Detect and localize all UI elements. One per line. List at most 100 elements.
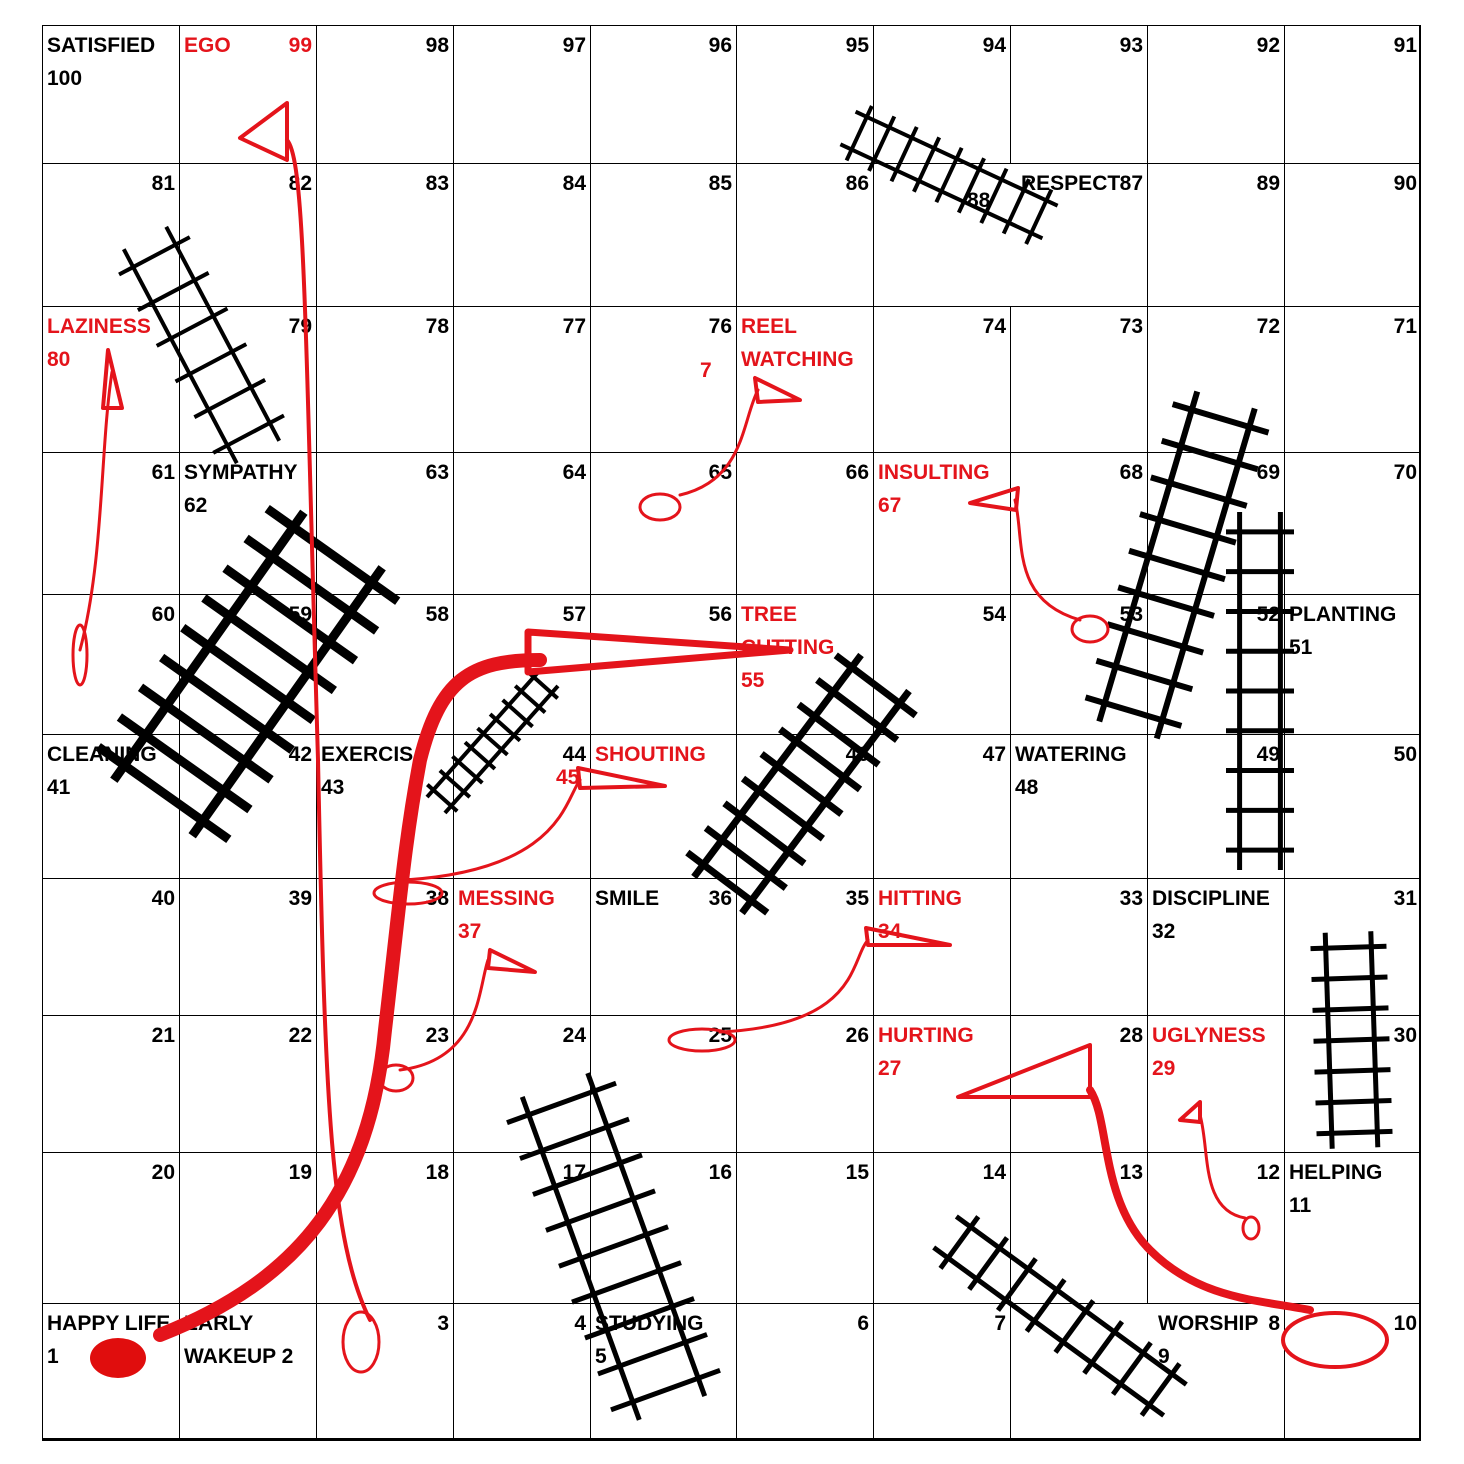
board-cell: 91 (1284, 26, 1421, 164)
board-cell: 6 (736, 1304, 873, 1441)
cell-number: 26 (845, 1024, 869, 1047)
cell-sublabel: 27 (878, 1057, 902, 1080)
ladder-rung (1024, 1278, 1067, 1333)
snake-head (956, 1043, 1092, 1099)
ladder-rail (932, 1245, 1166, 1418)
cell-sublabel: 11 (1289, 1194, 1312, 1217)
board-cell: 22 (179, 1016, 316, 1153)
ladder-rung (155, 306, 229, 348)
cell-number: 96 (708, 34, 732, 57)
snake-body (153, 653, 547, 1342)
board-cell: 86 (736, 164, 873, 307)
cell-number: 63 (425, 461, 449, 484)
ladder-6-to-94 (839, 105, 1059, 245)
cell-number: 91 (1393, 34, 1417, 57)
cell-label: HITTING (878, 887, 962, 910)
cell-sublabel: 80 (47, 348, 71, 371)
cell-sublabel: 43 (321, 776, 345, 799)
ladder-rung (740, 775, 826, 842)
snake-29-uglyness (1178, 1100, 1261, 1241)
ladder-rung (815, 677, 900, 743)
board-cell: 74 (873, 307, 1010, 453)
ladder-rung (526, 670, 559, 700)
board-cell: 73 (1010, 307, 1147, 453)
cell-number: 70 (1393, 461, 1417, 484)
board-cell: 19 (179, 1153, 316, 1304)
ladder-rung (1314, 1067, 1391, 1075)
board-cell: 77 (453, 307, 590, 453)
board-cell: SHOUTING (590, 735, 736, 879)
board-cell: 97 (453, 26, 590, 164)
ladder-rung (1082, 1320, 1125, 1375)
cell-sublabel: 48 (1015, 776, 1039, 799)
ladder-rung (1001, 178, 1031, 235)
board-cell: 16 (590, 1153, 736, 1304)
snake-body (78, 370, 114, 652)
snake-80-laziness (71, 348, 124, 687)
ladder-32-to-70 (1226, 512, 1294, 870)
ladder-rung (938, 1215, 981, 1270)
ladder-rung (1149, 474, 1248, 509)
cell-label: INSULTING (878, 461, 990, 484)
board-cell: 68 (1010, 453, 1147, 595)
board-cell: 49 (1147, 735, 1284, 879)
snake-tail (377, 1063, 415, 1093)
board-cell: 21 (42, 1016, 179, 1153)
cell-number: 66 (845, 461, 869, 484)
board-cell: 39 (179, 879, 316, 1016)
ladder-rung (1160, 437, 1259, 473)
ladder-rung (1053, 1299, 1096, 1354)
board-cell: 4 (453, 1304, 590, 1441)
cell-number: 16 (708, 1161, 732, 1184)
snake-tail (667, 1027, 737, 1053)
cell-number: 4 (574, 1312, 586, 1335)
board-cell: 50 (1284, 735, 1421, 879)
cell-number: 87 (1119, 172, 1143, 195)
cell-number: 20 (151, 1161, 175, 1184)
ladder-11-to-31 (1310, 931, 1393, 1149)
board-cell: 71 (1284, 307, 1421, 453)
cell-label: PLANTING (1289, 603, 1397, 626)
ladder-rung (451, 754, 484, 785)
cell-number: 12 (1256, 1161, 1280, 1184)
snake-head (968, 486, 1020, 512)
cell-number: 82 (288, 172, 312, 195)
ladder-rung (95, 743, 232, 844)
ladder-rung (584, 1296, 695, 1341)
board-cell: 76 (590, 307, 736, 453)
cell-number: 68 (1119, 461, 1143, 484)
board-cell: 7 (873, 1304, 1010, 1441)
cell-number: 72 (1256, 315, 1280, 338)
board-cell: 15 (736, 1153, 873, 1304)
ladder-rung (956, 157, 986, 214)
ladder-rung (777, 726, 863, 793)
cell-label: HURTING (878, 1024, 974, 1047)
ladder-rung (844, 105, 874, 162)
cell-number: 13 (1119, 1161, 1143, 1184)
ladder-rung (426, 783, 459, 813)
board-cell: 72 (1147, 307, 1284, 453)
board-cell: 82 (179, 164, 316, 307)
ladder-rung (118, 235, 191, 277)
cell-number: 22 (288, 1024, 312, 1047)
cell-number: 56 (708, 603, 732, 626)
snake-body (285, 138, 372, 1322)
ladder-rung (722, 800, 807, 867)
cell-number: 24 (562, 1024, 586, 1047)
ladder-rung (174, 342, 248, 384)
cell-number: 60 (151, 603, 175, 626)
snake-body (1086, 1086, 1314, 1314)
cell-number: 36 (708, 887, 732, 910)
board-cell: HURTING 27 (873, 1016, 1010, 1153)
ladder-rung (796, 701, 881, 768)
cell-number: 31 (1393, 887, 1417, 910)
cell-number: 7 (994, 1312, 1006, 1335)
ladder-rung (264, 504, 401, 605)
cell-sublabel: 37 (458, 920, 482, 943)
board-cell: 85 (590, 164, 736, 307)
